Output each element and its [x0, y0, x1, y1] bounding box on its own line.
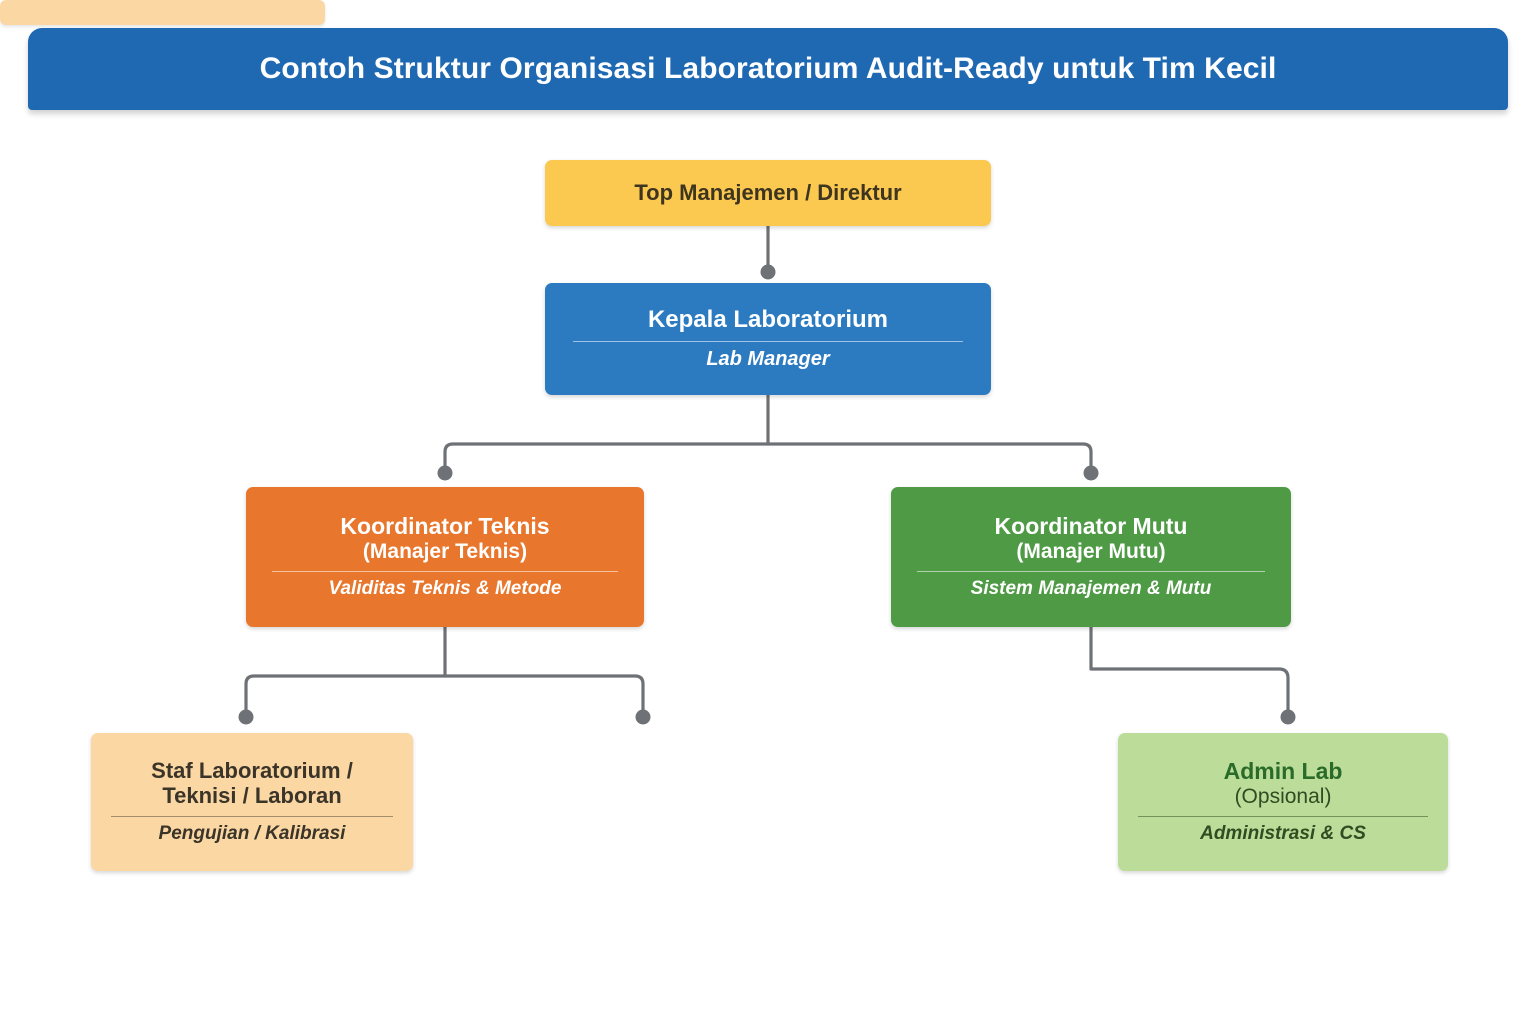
node-top-management-title: Top Manajemen / Direktur	[634, 179, 902, 205]
edge-endpoint-dot	[1280, 709, 1296, 725]
node-admin-lab-subtitle: (Opsional)	[1234, 785, 1332, 809]
node-tech-coordinator-title: Koordinator Teknis	[340, 513, 550, 540]
edge-endpoint-dot	[238, 709, 254, 725]
node-tech-coordinator-divider	[272, 570, 618, 572]
node-tech-coordinator[interactable]: Koordinator Teknis (Manajer Teknis) Vali…	[246, 487, 644, 627]
edge-quality-coordinator-to-admin-lab	[1089, 625, 1290, 714]
edge-lab-head-bus	[443, 442, 1093, 468]
node-placeholder-collapsed[interactable]	[0, 0, 325, 25]
node-lab-head-title: Kepala Laboratorium	[647, 306, 889, 334]
node-lab-head[interactable]: Kepala Laboratorium Lab Manager	[545, 283, 991, 395]
node-lab-staff-role: Pengujian / Kalibrasi	[158, 822, 346, 844]
edge-endpoint-dot	[437, 465, 453, 481]
edge-endpoint-dot	[1083, 465, 1099, 481]
node-top-management[interactable]: Top Manajemen / Direktur	[545, 160, 991, 226]
node-quality-coordinator-divider	[917, 570, 1265, 572]
edge-endpoint-dot	[635, 709, 651, 725]
node-admin-lab[interactable]: Admin Lab (Opsional) Administrasi & CS	[1118, 733, 1448, 871]
edge-tech-coordinator-bus	[244, 674, 645, 714]
node-lab-staff-title-line-1: Staf Laboratorium /	[151, 758, 353, 784]
node-admin-lab-title: Admin Lab	[1223, 758, 1343, 785]
node-admin-lab-divider	[1138, 815, 1428, 817]
page-title: Contoh Struktur Organisasi Laboratorium …	[259, 52, 1277, 85]
node-quality-coordinator-title: Koordinator Mutu	[994, 513, 1188, 540]
node-lab-head-role: Lab Manager	[706, 347, 830, 370]
node-lab-head-divider	[573, 340, 963, 342]
node-lab-staff-title-line-2: Teknisi / Laboran	[162, 783, 342, 809]
edge-endpoint-dot	[760, 264, 776, 280]
header-banner: Contoh Struktur Organisasi Laboratorium …	[28, 28, 1508, 110]
node-admin-lab-role: Administrasi & CS	[1200, 822, 1366, 844]
node-lab-staff[interactable]: Staf Laboratorium / Teknisi / Laboran Pe…	[91, 733, 413, 871]
node-tech-coordinator-subtitle: (Manajer Teknis)	[362, 540, 528, 564]
node-quality-coordinator-role: Sistem Manajemen & Mutu	[970, 577, 1212, 599]
node-quality-coordinator[interactable]: Koordinator Mutu (Manajer Mutu) Sistem M…	[891, 487, 1291, 627]
node-tech-coordinator-role: Validitas Teknis & Metode	[328, 577, 562, 599]
node-quality-coordinator-subtitle: (Manajer Mutu)	[1016, 540, 1166, 564]
node-lab-staff-divider	[111, 815, 393, 817]
